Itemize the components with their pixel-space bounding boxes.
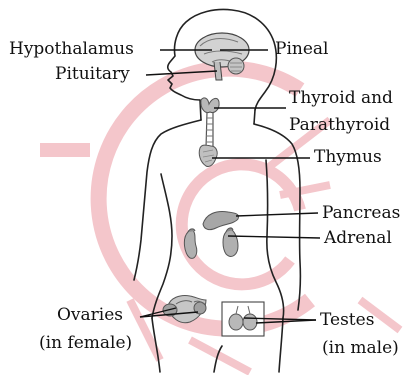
testis-right — [243, 314, 257, 330]
thymus-gland — [199, 145, 217, 166]
label-pineal: Pineal — [275, 39, 328, 59]
pancreas-organ — [203, 212, 239, 230]
label-testes-line2: (in male) — [322, 338, 399, 358]
label-ovaries-line2: (in female) — [39, 333, 132, 353]
label-thyroid-line1: Thyroid and — [289, 88, 393, 108]
neck-right — [254, 110, 255, 124]
leader-adrenal — [228, 236, 320, 238]
label-pancreas: Pancreas — [322, 203, 400, 223]
label-testes-line1: Testes — [320, 310, 374, 330]
watermark-ring-inner — [182, 164, 300, 284]
cerebellum — [228, 58, 244, 74]
kidneys — [184, 228, 238, 258]
leader-pancreas — [236, 213, 318, 216]
left-kidney — [184, 230, 196, 259]
label-ovaries-line1: Ovaries — [57, 305, 123, 325]
thyroid-lobes — [201, 98, 219, 113]
testis-left — [229, 314, 243, 330]
label-adrenal: Adrenal — [324, 228, 392, 248]
watermark-line-5 — [190, 340, 250, 372]
thyroid-gland — [201, 98, 219, 148]
label-hypothalamus: Hypothalamus — [9, 39, 134, 59]
label-pituitary: Pituitary — [55, 64, 130, 84]
label-thyroid-line2: Parathyroid — [289, 115, 390, 135]
label-thymus: Thymus — [314, 147, 382, 167]
right-kidney — [223, 229, 238, 256]
